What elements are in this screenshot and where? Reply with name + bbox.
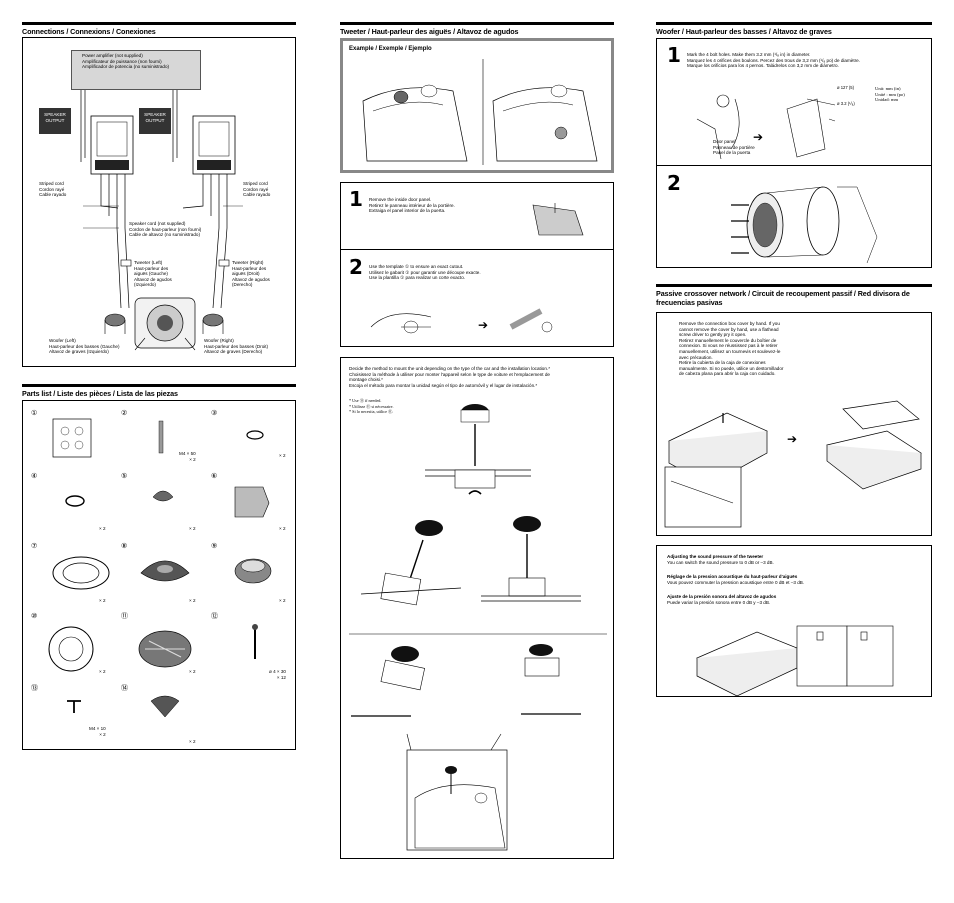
- part-qty: × 2: [189, 526, 196, 531]
- part-num: ⑫: [211, 613, 218, 620]
- svg-text:➔: ➔: [753, 130, 763, 144]
- connections-diagram: Power amplifier (not supplied) Amplifica…: [22, 37, 296, 367]
- mounting-method-panel: Decide the method to mount the unit depe…: [340, 357, 614, 859]
- woofer-left-label: Woofer (Left) Haut-parleur des basses (G…: [49, 338, 120, 355]
- striped-cord-right: Striped cord Cordon rayé Cable rayado: [243, 181, 271, 198]
- part-qty: × 2: [99, 598, 106, 603]
- woofer-dim2: ø 3.2 (¹/₈): [837, 101, 855, 106]
- parts-title: Parts list / Liste des pièces / Lista de…: [22, 389, 178, 398]
- door-panel-label: Door panel Panneau de portière Panel de …: [713, 139, 755, 156]
- woofer-step1-text: Mark the 4 bolt holes. Make them 3.2 mm …: [687, 52, 860, 69]
- striped-cord-left: Striped cord Cordon rayé Cable rayado: [39, 181, 67, 198]
- woofer-step1-drawing: ➔: [696, 94, 836, 160]
- part-num: ①: [31, 410, 38, 417]
- part-num: ④: [31, 473, 38, 480]
- part-qty: × 2: [189, 598, 196, 603]
- part-num: ⑩: [31, 613, 38, 620]
- crossover-instructions: Remove the connection box cover by hand.…: [679, 321, 784, 377]
- part-qty: × 2: [279, 526, 286, 531]
- mounting-drawings: [349, 404, 607, 851]
- adjust-fr-title: Réglage de la pression acoustique du hau…: [667, 574, 798, 579]
- adjust-en-text: You can switch the sound pressure to 0 d…: [667, 560, 774, 565]
- woofer-panel: 1 Mark the 4 bolt holes. Make them 3.2 m…: [656, 38, 932, 268]
- woofer-step2-drawing: [731, 186, 878, 264]
- adjust-fr-text: Vous pouvez commuter la pression acousti…: [667, 580, 805, 585]
- part-num: ⑥: [211, 473, 218, 480]
- part-num: ⑧: [121, 543, 128, 550]
- connections-wiring: [80, 90, 243, 351]
- example-door-drawings: [362, 59, 598, 165]
- part-qty: × 2: [189, 669, 196, 674]
- woofer-step1-number: 1: [667, 43, 681, 67]
- woofer-title: Woofer / Haut-parleur des basses / Altav…: [656, 27, 832, 36]
- speaker-cord-label: Speaker cord (not supplied) Cordon de ha…: [129, 221, 202, 238]
- part-qty: ø 4 × 30 × 12: [269, 669, 286, 680]
- connections-title: Connections / Connexions / Conexiones: [22, 27, 156, 36]
- tweeter-title: Tweeter / Haut-parleur des aiguës / Alta…: [340, 27, 519, 36]
- parts-list: ① ② M4 × 50 × 2 ③ × 2 ④ × 2 ⑤ × 2 ⑥ × 2 …: [22, 400, 296, 750]
- svg-text:➔: ➔: [787, 432, 797, 446]
- tweeter-step1-number: 1: [349, 187, 363, 211]
- part-qty: × 2: [99, 526, 106, 531]
- parts-rule: [22, 384, 296, 387]
- part-qty: × 2: [279, 598, 286, 603]
- part-num: ⑪: [121, 613, 128, 620]
- part-num: ⑭: [121, 685, 128, 692]
- part-qty: × 2: [99, 669, 106, 674]
- adjust-es-text: Puede variar la presión sonora entre 0 d…: [667, 600, 771, 605]
- switch-drawing: [696, 625, 894, 697]
- part-num: ②: [121, 410, 128, 417]
- tweeter-rule: [340, 22, 614, 25]
- template-cutout-drawing: ➔: [370, 308, 553, 334]
- woofer-dim1: ø 127 (5): [837, 85, 854, 90]
- crossover-drawing: ➔: [664, 400, 922, 528]
- method-footnote: * Use ⑪ if needed. * Utilisez ⑪ si néces…: [349, 398, 394, 415]
- tweeter-step2-text: Use the template ① to ensure an exact cu…: [369, 264, 481, 281]
- parts-drawings: [48, 418, 272, 718]
- part-num: ⑨: [211, 543, 218, 550]
- woofer-rule: [656, 22, 932, 25]
- woofer-units: Unit: mm (in) Unité : mm (po) Unidad: mm: [875, 86, 905, 103]
- example-panel: Example / Exemple / Ejemplo: [340, 38, 614, 173]
- tweeter-right-label: Tweeter (Right) Haut-parleur des aiguës …: [232, 260, 270, 288]
- woofer-step2-number: 2: [667, 171, 681, 195]
- example-title: Example / Exemple / Ejemplo: [349, 46, 432, 52]
- crossover-rule: [656, 284, 932, 287]
- amp-label: Power amplifier (not supplied) Amplifica…: [71, 50, 201, 90]
- svg-text:➔: ➔: [478, 318, 488, 332]
- tweeter-left-label: Tweeter (Left) Haut-parleur des aiguës (…: [134, 260, 172, 288]
- part-num: ⑬: [31, 685, 38, 692]
- sound-pressure-panel: Adjusting the sound pressure of the twee…: [656, 545, 932, 697]
- door-panel-removal-drawing: [532, 203, 584, 236]
- tweeter-steps-divider: [341, 249, 613, 250]
- woofer-divider: [657, 165, 931, 166]
- method-text: Decide the method to mount the unit depe…: [349, 366, 550, 388]
- part-num: ③: [211, 410, 218, 417]
- woofer-right-label: Woofer (Right) Haut-parleur des basses (…: [204, 338, 269, 355]
- part-qty: × 2: [189, 739, 196, 744]
- speaker-output-right: SPEAKER OUTPUT: [139, 108, 171, 134]
- part-qty: M4 × 10 × 2: [89, 726, 106, 737]
- connections-rule: [22, 22, 296, 25]
- part-qty: M4 × 50 × 2: [179, 451, 196, 462]
- part-num: ⑤: [121, 473, 128, 480]
- adjust-es-title: Ajuste de la presión sonora del altavoz …: [667, 594, 777, 599]
- crossover-panel: Remove the connection box cover by hand.…: [656, 312, 932, 536]
- adjust-en-title: Adjusting the sound pressure of the twee…: [667, 554, 764, 559]
- tweeter-step2-number: 2: [349, 255, 363, 279]
- part-qty: × 2: [279, 453, 286, 458]
- tweeter-steps-panel: 1 Remove the inside door panel. Retirez …: [340, 182, 614, 347]
- tweeter-step1-text: Remove the inside door panel. Retirez le…: [369, 197, 455, 214]
- speaker-output-left: SPEAKER OUTPUT: [39, 108, 71, 134]
- crossover-title: Passive crossover network / Circuit de r…: [656, 289, 910, 307]
- part-num: ⑦: [31, 543, 38, 550]
